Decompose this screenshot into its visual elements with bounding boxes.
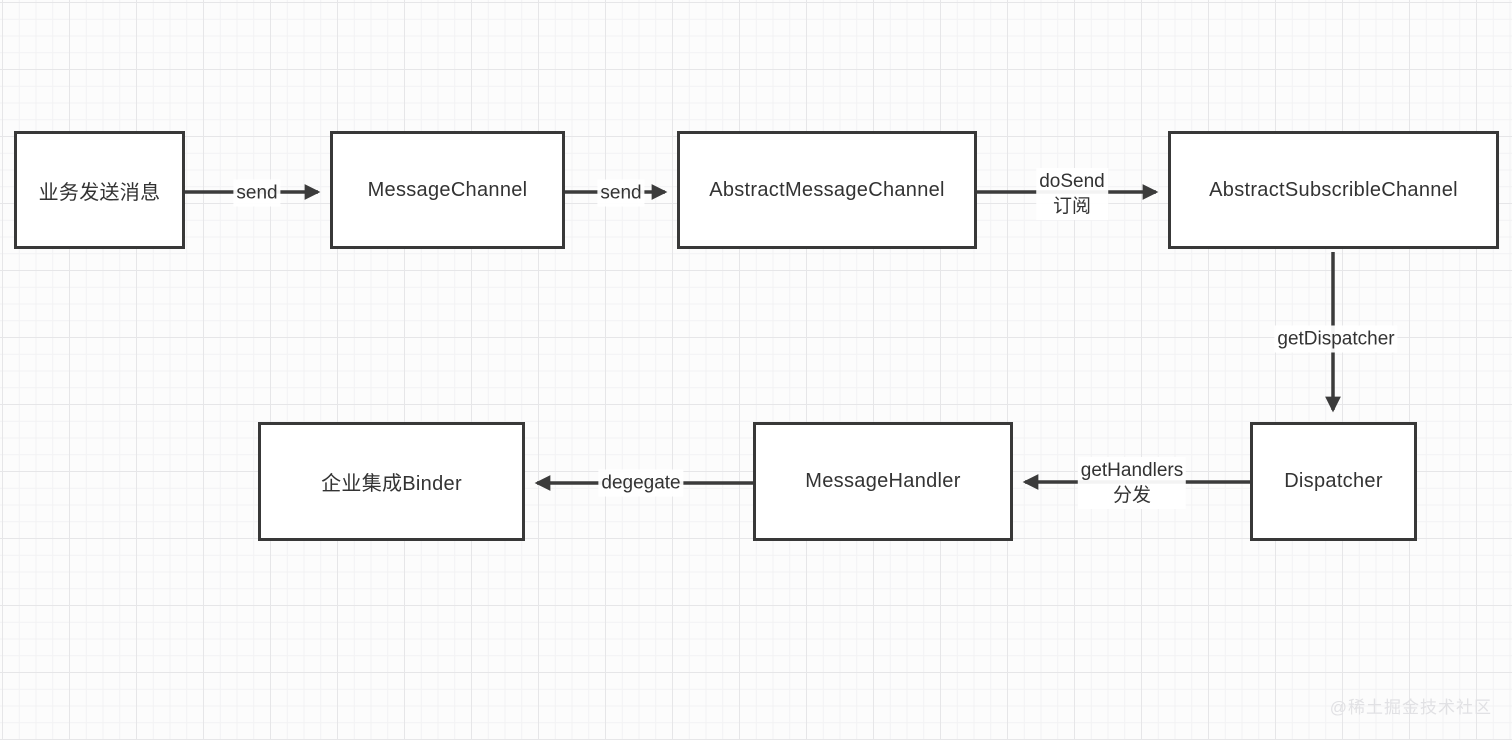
node-label: MessageHandler	[805, 470, 961, 492]
edge-label-text-line2: 订阅	[1052, 196, 1092, 217]
edge-label-send-1: send	[233, 179, 281, 207]
edge-label-text: getHandlers	[1080, 460, 1184, 481]
node-enterprise-binder: 企业集成Binder	[258, 422, 525, 541]
node-message-handler: MessageHandler	[753, 422, 1013, 541]
edge-label-dosend: doSend 订阅	[1036, 168, 1108, 220]
edge-label-text: doSend	[1039, 171, 1105, 192]
edge-label-text: send	[600, 182, 642, 204]
node-business-send-message: 业务发送消息	[14, 131, 185, 249]
node-label: 企业集成Binder	[321, 473, 462, 495]
node-label: 业务发送消息	[38, 181, 161, 204]
node-abstract-subscrible-channel: AbstractSubscribleChannel	[1168, 131, 1499, 249]
node-abstract-message-channel: AbstractMessageChannel	[677, 131, 977, 249]
edge-label-gethandlers: getHandlers 分发	[1077, 457, 1187, 509]
edge-label-text-line2: 分发	[1112, 485, 1152, 506]
edge-label-text: getDispatcher	[1277, 328, 1395, 350]
node-label: MessageChannel	[367, 178, 528, 201]
node-label: AbstractMessageChannel	[709, 178, 945, 201]
node-label: AbstractSubscribleChannel	[1209, 178, 1458, 201]
edge-label-text: degegate	[601, 472, 681, 494]
node-label: Dispatcher	[1284, 470, 1383, 492]
node-message-channel: MessageChannel	[330, 131, 565, 249]
edge-label-getdispatcher: getDispatcher	[1274, 325, 1398, 353]
edge-label-text: send	[236, 182, 278, 204]
node-dispatcher: Dispatcher	[1250, 422, 1417, 541]
edge-label-send-2: send	[597, 179, 645, 207]
juejin-watermark: @稀土掘金技术社区	[1329, 698, 1492, 717]
edge-label-degegate: degegate	[598, 469, 684, 497]
